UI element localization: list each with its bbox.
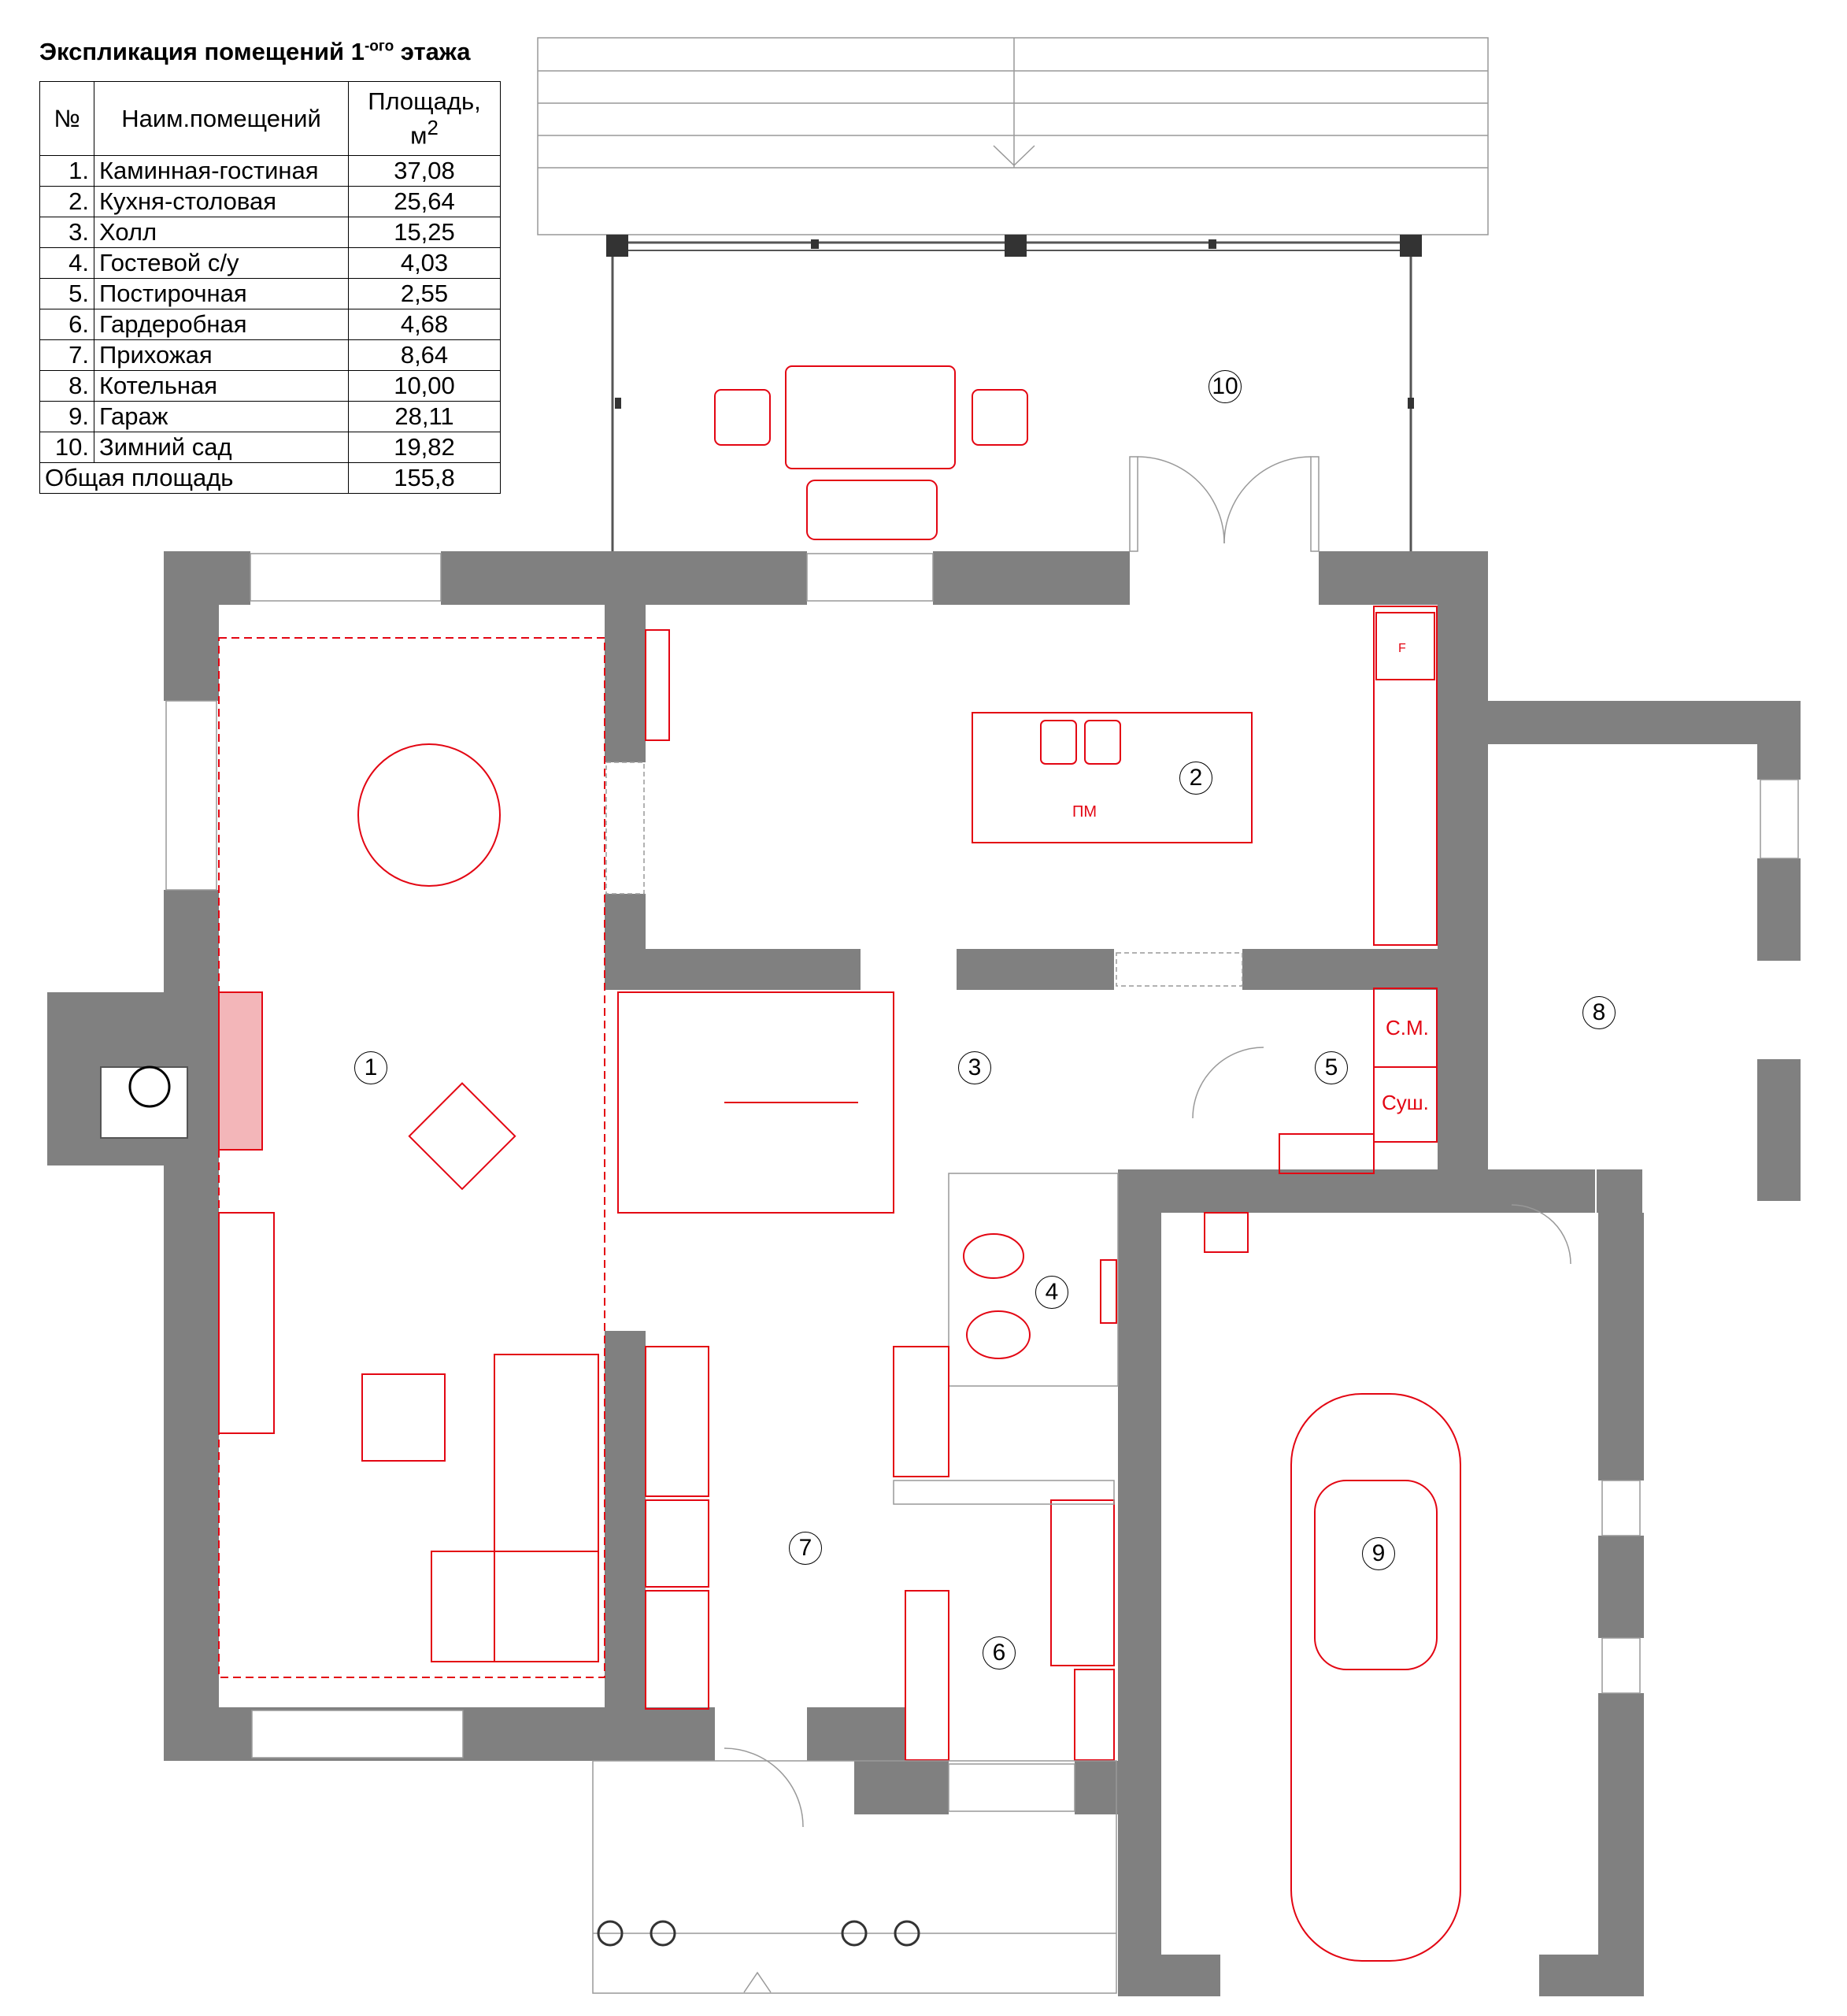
room-label-5: 5 — [1315, 1051, 1348, 1084]
washer-label: С.М. — [1386, 1016, 1429, 1040]
laundry-units — [1279, 988, 1438, 1174]
living-furniture — [100, 637, 605, 1678]
table-title: Экспликация помещений 1-ого этажа — [39, 38, 471, 65]
dryer-label: Суш. — [1382, 1091, 1429, 1114]
garage-car — [1204, 1212, 1461, 1962]
room-label-7: 7 — [789, 1532, 822, 1565]
room-label-10: 10 — [1209, 370, 1242, 403]
fridge-label: F — [1398, 642, 1406, 655]
bathroom-fixtures — [948, 1173, 1119, 1387]
doors — [724, 456, 1571, 1828]
wardrobes — [645, 1346, 1115, 1761]
room-label-3: 3 — [958, 1051, 991, 1084]
room-label-9: 9 — [1362, 1537, 1395, 1570]
explication-table: № Наим.помещений Площадь,м2 1.Каминная-г… — [39, 80, 501, 495]
windows — [165, 553, 1799, 1812]
garden-furniture — [714, 365, 1028, 540]
stairs — [617, 991, 894, 1214]
kitchen-furniture — [645, 606, 1438, 946]
header-name: Наим.помещений — [94, 80, 349, 157]
walls — [47, 551, 1801, 1996]
porch — [592, 1760, 1117, 1994]
header-num: № — [39, 80, 94, 157]
winter-garden-glazing — [606, 235, 1422, 551]
room-label-1: 1 — [354, 1051, 387, 1084]
room-label-6: 6 — [983, 1636, 1016, 1670]
room-label-8: 8 — [1582, 996, 1616, 1029]
room-label-4: 4 — [1035, 1276, 1068, 1309]
island-label: ПМ — [1072, 803, 1097, 821]
terrace-steps — [537, 37, 1489, 235]
table-header: № Наим.помещений Площадь,м2 — [39, 80, 501, 157]
room-label-2: 2 — [1179, 762, 1212, 795]
header-area: Площадь,м2 — [348, 80, 501, 157]
